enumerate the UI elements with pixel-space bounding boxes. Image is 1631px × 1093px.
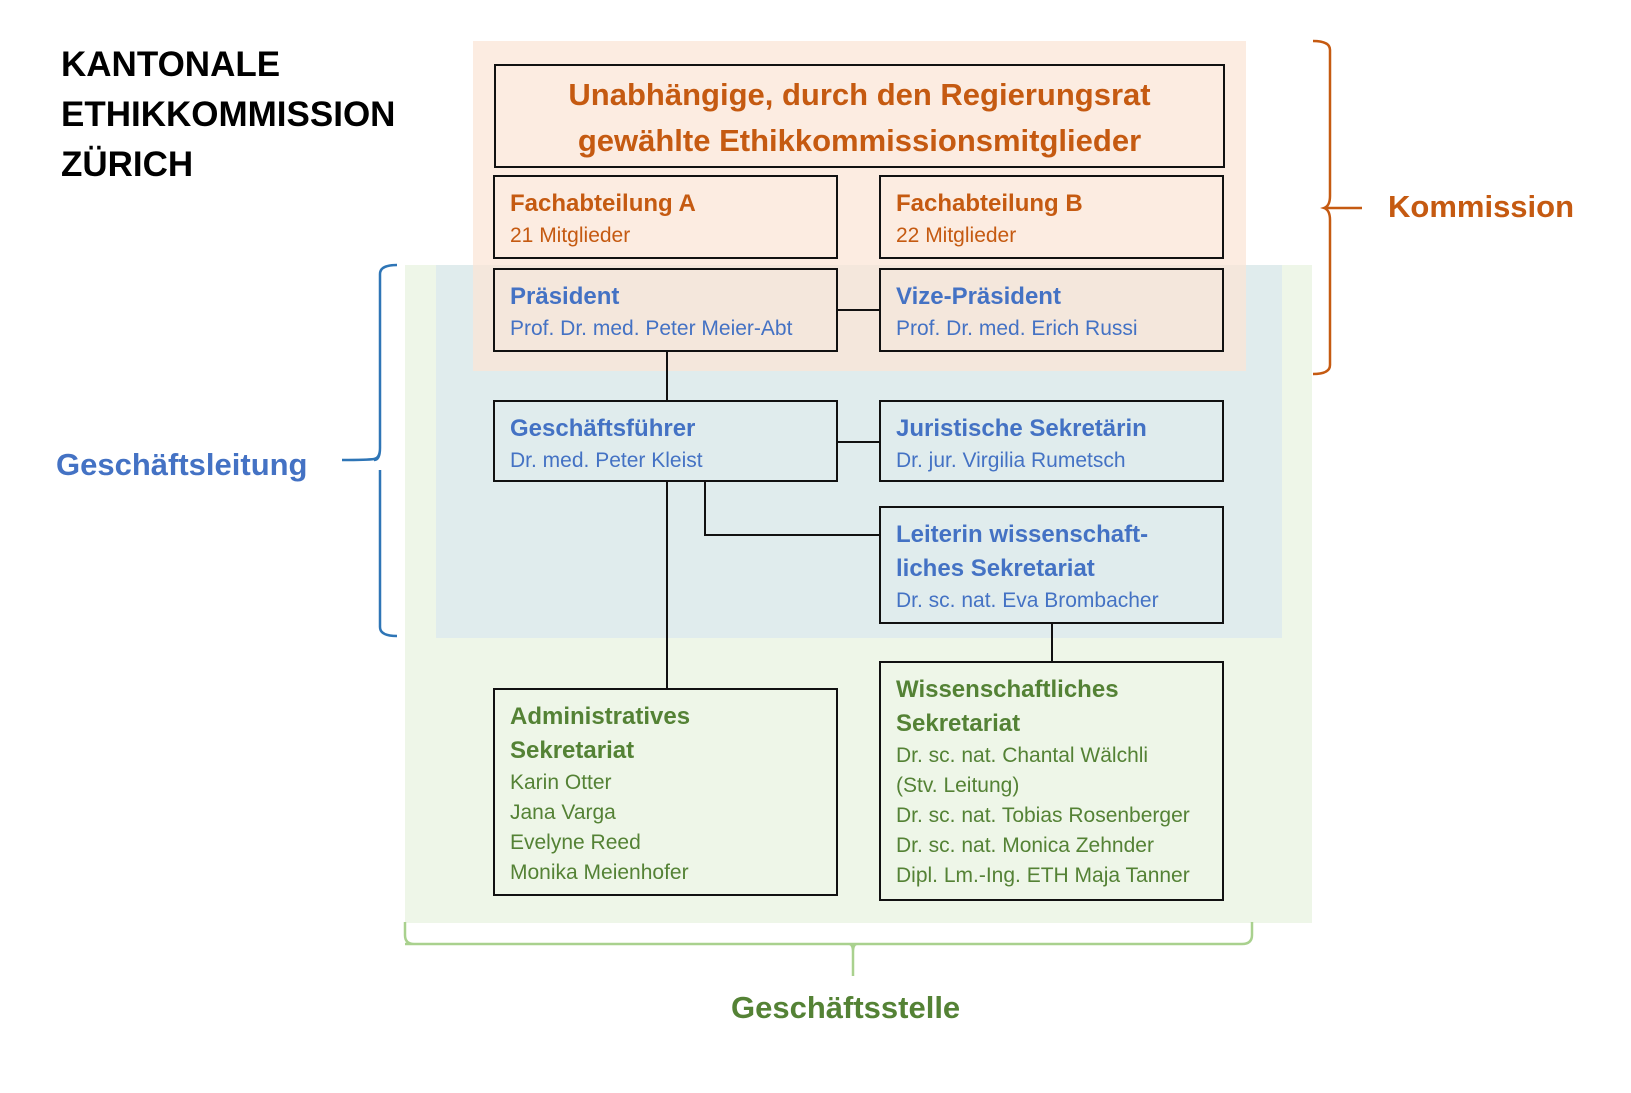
admin-member: Jana Varga: [510, 801, 616, 824]
admin-sekretariat-title-line2: Sekretariat: [510, 737, 635, 764]
wiss-member: Dr. sc. nat. Chantal Wälchli: [896, 744, 1149, 767]
vize-praesident-title: Vize-Präsident: [896, 283, 1061, 310]
connector-praesident-vize: [836, 309, 880, 311]
praesident-title: Präsident: [510, 283, 620, 310]
geschaeftsleitung-label: Geschäftsleitung: [56, 447, 308, 482]
title-line: ETHIKKOMMISSION: [61, 95, 396, 134]
juristische-sekretaerin-box: Juristische Sekretärin Dr. jur. Virgilia…: [879, 400, 1224, 482]
connector-gf-admin: [666, 480, 668, 688]
fachabteilung-b-box: Fachabteilung B 22 Mitglieder: [879, 175, 1224, 259]
fachabteilung-a-box: Fachabteilung A 21 Mitglieder: [493, 175, 838, 259]
admin-member: Karin Otter: [510, 771, 612, 794]
wiss-sekretariat-box: Wissenschaftliches Sekretariat Dr. sc. n…: [879, 661, 1224, 901]
praesident-box: Präsident Prof. Dr. med. Peter Meier-Abt: [493, 268, 838, 352]
members-line1: Unabhängige, durch den Regierungsrat: [568, 77, 1151, 112]
kommission-label: Kommission: [1388, 189, 1575, 224]
connector-gf-leiterin-h: [704, 534, 880, 536]
leiterin-ws-name: Dr. sc. nat. Eva Brombacher: [896, 589, 1159, 612]
fachabteilung-b-count: 22 Mitglieder: [896, 224, 1017, 247]
juristische-sekretaerin-name: Dr. jur. Virgilia Rumetsch: [896, 449, 1126, 472]
kommission-brace-icon: [1312, 39, 1362, 376]
geschaeftsfuehrer-title: Geschäftsführer: [510, 415, 696, 442]
wiss-sekretariat-title-line2: Sekretariat: [896, 710, 1021, 737]
admin-sekretariat-title-line1: Administratives: [510, 703, 691, 730]
admin-sekretariat-box: Administratives Sekretariat Karin Otter …: [493, 688, 838, 896]
vize-praesident-name: Prof. Dr. med. Erich Russi: [896, 317, 1138, 340]
leiterin-ws-title-line2: liches Sekretariat: [896, 555, 1095, 582]
vize-praesident-box: Vize-Präsident Prof. Dr. med. Erich Russ…: [879, 268, 1224, 352]
geschaeftsleitung-brace-icon: [341, 263, 398, 638]
connector-praesident-gf: [666, 350, 668, 402]
connector-leiterin-wiss: [1051, 622, 1053, 663]
wiss-sekretariat-title-line1: Wissenschaftliches: [896, 676, 1119, 703]
admin-member: Evelyne Reed: [510, 831, 641, 854]
wiss-member: Dr. sc. nat. Monica Zehnder: [896, 834, 1154, 857]
geschaeftsstelle-brace-icon: [403, 922, 1254, 976]
leiterin-ws-title-line1: Leiterin wissenschaft-: [896, 521, 1149, 548]
kommission-region: [473, 41, 1246, 371]
connector-gf-juristisch: [836, 441, 880, 443]
geschaeftsstelle-label: Geschäftsstelle: [731, 990, 961, 1025]
geschaeftsfuehrer-box: Geschäftsführer Dr. med. Peter Kleist: [493, 400, 838, 482]
fachabteilung-a-title: Fachabteilung A: [510, 190, 696, 217]
wiss-member: Dipl. Lm.-Ing. ETH Maja Tanner: [896, 864, 1190, 887]
leiterin-ws-box: Leiterin wissenschaft- liches Sekretaria…: [879, 506, 1224, 624]
admin-member: Monika Meienhofer: [510, 861, 689, 884]
page-title: KANTONALE ETHIKKOMMISSION ZÜRICH: [61, 40, 395, 190]
geschaeftsfuehrer-name: Dr. med. Peter Kleist: [510, 449, 703, 472]
fachabteilung-a-count: 21 Mitglieder: [510, 224, 631, 247]
wiss-member: Dr. sc. nat. Tobias Rosenberger: [896, 804, 1190, 827]
members-box: Unabhängige, durch den Regierungsrat gew…: [494, 64, 1225, 168]
wiss-member: (Stv. Leitung): [896, 774, 1020, 797]
fachabteilung-b-title: Fachabteilung B: [896, 190, 1083, 217]
title-line: ZÜRICH: [61, 145, 194, 184]
juristische-sekretaerin-title: Juristische Sekretärin: [896, 415, 1147, 442]
connector-gf-leiterin-v: [704, 480, 706, 536]
title-line: KANTONALE: [61, 45, 281, 84]
praesident-name: Prof. Dr. med. Peter Meier-Abt: [510, 317, 793, 340]
members-line2: gewählte Ethikkommissionsmitglieder: [577, 123, 1142, 158]
